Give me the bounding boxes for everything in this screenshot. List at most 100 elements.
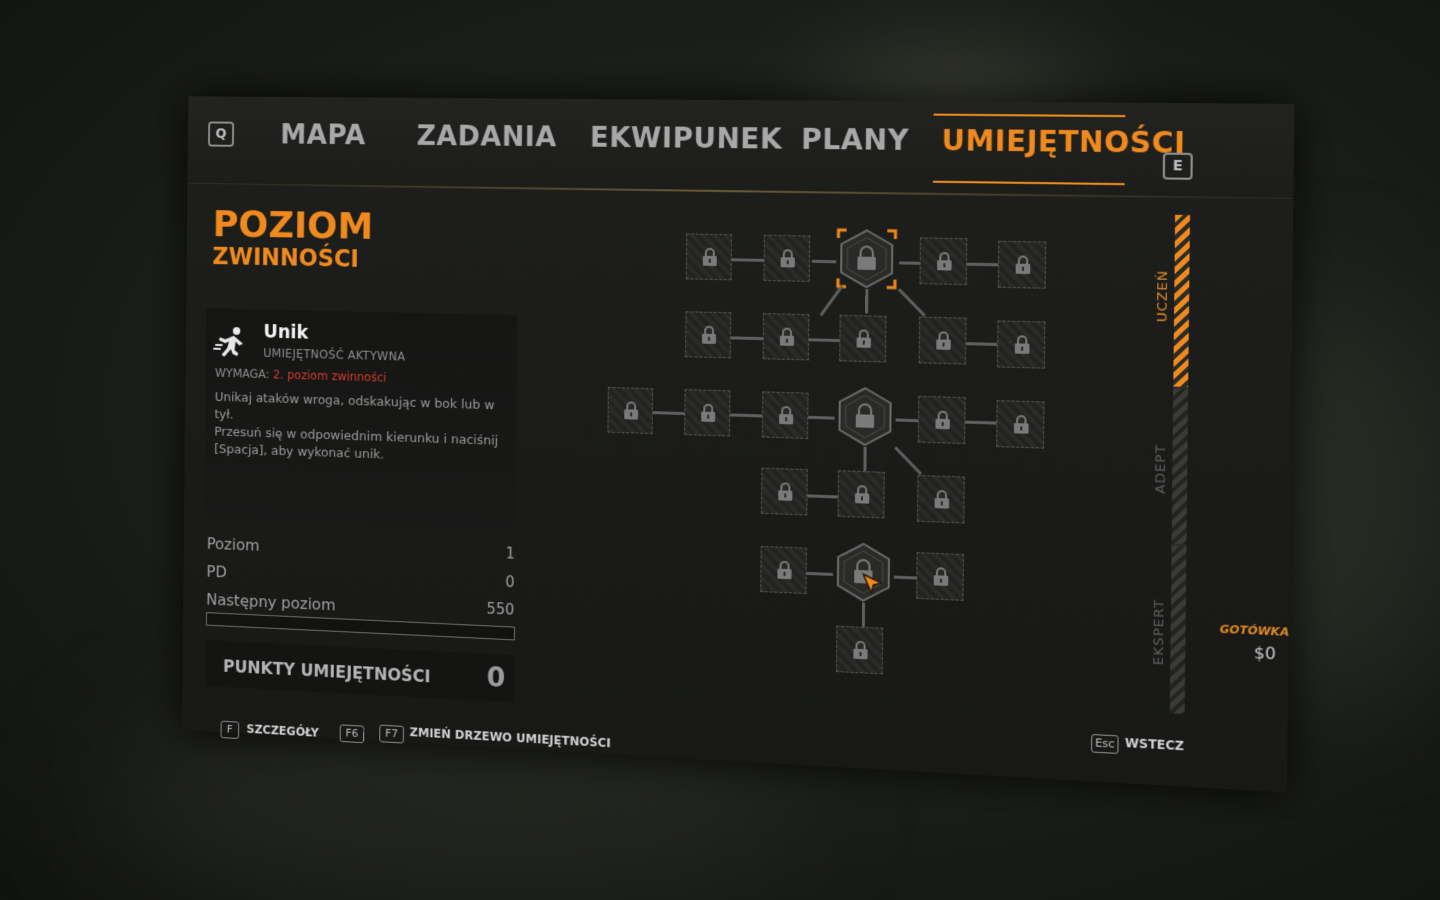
lock-icon bbox=[778, 405, 794, 425]
lock-icon bbox=[780, 248, 796, 268]
tab-inventory[interactable]: EKWIPUNEK bbox=[589, 120, 783, 156]
locked-skill-node[interactable] bbox=[916, 552, 964, 601]
tab-quests[interactable]: ZADANIA bbox=[416, 119, 557, 154]
tab-skills[interactable]: UMIEJĘTNOŚCI bbox=[941, 123, 1186, 161]
tab-map[interactable]: MAPA bbox=[280, 118, 366, 152]
tree-connector bbox=[809, 338, 840, 343]
skill-tree bbox=[188, 96, 1294, 675]
locked-skill-node[interactable] bbox=[918, 316, 967, 365]
pd-label: PD bbox=[206, 562, 227, 582]
skill-description: Unikaj ataków wroga, odskakując w bok lu… bbox=[214, 389, 516, 469]
locked-skill-node[interactable] bbox=[760, 545, 807, 595]
next-level-value: 550 bbox=[486, 599, 515, 619]
tab-bar: Q MAPA ZADANIA EKWIPUNEK PLANY UMIEJĘTNO… bbox=[187, 96, 1295, 199]
level-value: 1 bbox=[505, 544, 515, 563]
cash-value: $0 bbox=[1253, 642, 1276, 664]
tree-connector bbox=[861, 602, 866, 627]
lock-icon bbox=[623, 400, 639, 420]
tree-connector bbox=[965, 420, 997, 425]
locked-skill-node[interactable] bbox=[835, 625, 884, 675]
tree-connector bbox=[819, 285, 844, 317]
locked-skill-node[interactable] bbox=[761, 391, 809, 439]
locked-skill-node[interactable] bbox=[763, 234, 811, 282]
tree-connector bbox=[967, 262, 999, 267]
tier-label-adept: ADEPT bbox=[1152, 443, 1170, 494]
tree-connector bbox=[966, 342, 998, 346]
tree-connector bbox=[865, 289, 869, 314]
lock-icon bbox=[852, 639, 868, 660]
skills-panel: Q MAPA ZADANIA EKWIPUNEK PLANY UMIEJĘTNO… bbox=[181, 96, 1295, 793]
lock-icon bbox=[703, 247, 717, 266]
tier-label-expert: EKSPERT bbox=[1151, 598, 1168, 666]
locked-skill-node[interactable] bbox=[996, 320, 1046, 369]
tree-connector bbox=[811, 259, 837, 264]
tier-segment-apprentice bbox=[1173, 214, 1191, 387]
lock-icon bbox=[934, 489, 951, 509]
tree-connector bbox=[895, 418, 919, 423]
locked-skill-node[interactable] bbox=[762, 313, 810, 361]
tree-connector bbox=[808, 415, 835, 420]
core-skill-node[interactable] bbox=[834, 385, 896, 448]
locked-skill-node[interactable] bbox=[916, 474, 965, 524]
lock-icon bbox=[701, 404, 716, 423]
lock-icon bbox=[779, 326, 795, 346]
back-hint[interactable]: WSTECZ bbox=[1124, 735, 1185, 754]
level-label: Poziom bbox=[206, 534, 260, 555]
tab-blueprints[interactable]: PLANY bbox=[800, 122, 910, 158]
tier-segment-expert bbox=[1169, 545, 1187, 715]
lock-icon bbox=[777, 481, 793, 501]
tree-connector bbox=[652, 411, 685, 416]
locked-skill-node[interactable] bbox=[997, 240, 1047, 289]
dodge-icon bbox=[213, 327, 244, 358]
tree-connector bbox=[730, 336, 763, 341]
tree-connector bbox=[893, 575, 917, 580]
active-tab-top-line bbox=[933, 113, 1126, 118]
tree-title: POZIOM bbox=[212, 202, 374, 248]
f7-key[interactable]: F7 bbox=[379, 724, 404, 744]
active-tab-underline bbox=[932, 180, 1125, 186]
pd-value: 0 bbox=[505, 573, 515, 592]
lock-icon bbox=[1013, 414, 1030, 434]
lock-icon bbox=[1015, 254, 1032, 275]
xp-progress-bar bbox=[205, 612, 516, 641]
prev-tab-key[interactable]: Q bbox=[208, 121, 235, 147]
tree-connector bbox=[730, 413, 763, 418]
lock-icon bbox=[776, 560, 792, 580]
details-key[interactable]: F bbox=[220, 720, 240, 740]
locked-skill-node[interactable] bbox=[684, 389, 731, 437]
lock-icon bbox=[934, 409, 951, 430]
esc-key[interactable]: Esc bbox=[1091, 733, 1119, 754]
lock-icon bbox=[935, 330, 952, 350]
tree-connector bbox=[899, 261, 920, 265]
lock-icon bbox=[936, 251, 953, 271]
locked-skill-node[interactable] bbox=[917, 395, 966, 445]
cursor-icon bbox=[861, 572, 884, 599]
tree-connector bbox=[863, 446, 867, 472]
lock-icon bbox=[933, 566, 950, 586]
next-level-label: Następny poziom bbox=[206, 589, 336, 615]
requirement-label: WYMAGA: bbox=[214, 366, 270, 382]
tree-connector bbox=[894, 446, 923, 476]
locked-skill-node[interactable] bbox=[919, 237, 968, 286]
locked-skill-node[interactable] bbox=[684, 311, 732, 359]
locked-skill-node[interactable] bbox=[996, 400, 1045, 449]
selected-core-skill-node[interactable] bbox=[836, 228, 898, 290]
tree-connector bbox=[806, 571, 833, 577]
lock-icon bbox=[702, 325, 716, 344]
core-skill-node[interactable] bbox=[833, 541, 895, 604]
tier-label-apprentice: UCZEŃ bbox=[1154, 269, 1172, 323]
next-tab-key[interactable]: E bbox=[1162, 152, 1193, 180]
locked-skill-node[interactable] bbox=[837, 470, 885, 519]
locked-skill-node[interactable] bbox=[685, 233, 732, 281]
tree-connector bbox=[731, 258, 764, 262]
tier-progress-bar bbox=[1169, 214, 1191, 715]
skill-points-value: 0 bbox=[486, 660, 506, 695]
f6-key[interactable]: F6 bbox=[339, 724, 365, 744]
tier-segment-adept bbox=[1171, 388, 1189, 545]
locked-skill-node[interactable] bbox=[761, 467, 808, 516]
tree-connector bbox=[897, 288, 926, 317]
locked-skill-node[interactable] bbox=[839, 314, 887, 363]
locked-skill-node[interactable] bbox=[607, 386, 654, 435]
cash-label: GOTÓWKA bbox=[1219, 622, 1290, 640]
lock-icon bbox=[854, 484, 870, 504]
